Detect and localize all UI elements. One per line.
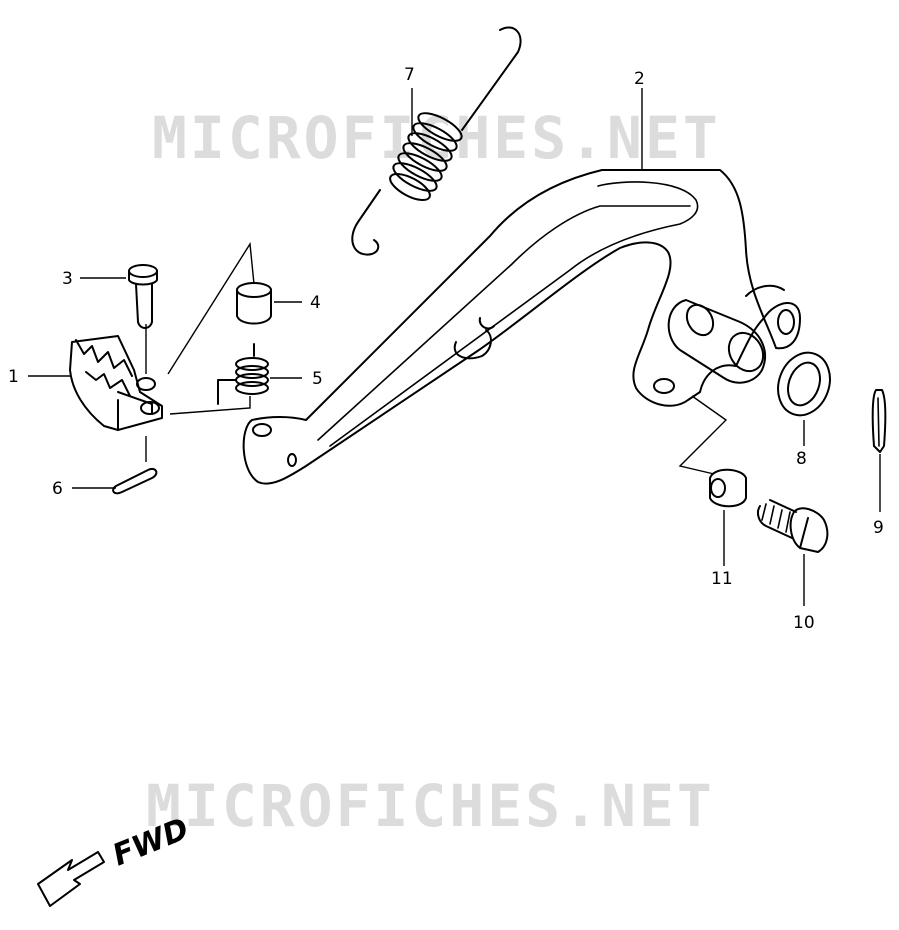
callout-11: 11	[711, 569, 733, 589]
watermark-top: MICROFICHES.NET	[152, 104, 721, 172]
collar	[709, 468, 747, 508]
callout-5: 5	[312, 369, 323, 389]
callout-7: 7	[404, 65, 415, 85]
brake-pedal-arm	[242, 169, 801, 485]
bushing	[236, 282, 272, 325]
callout-8: 8	[796, 449, 807, 469]
pedal-step	[69, 335, 163, 431]
callout-9: 9	[873, 518, 884, 538]
step-spring	[217, 343, 269, 405]
watermark-bottom: MICROFICHES.NET	[146, 772, 715, 840]
pivot-pin	[128, 264, 158, 329]
callout-3: 3	[62, 269, 73, 289]
forward-arrow-icon	[37, 851, 105, 907]
return-spring	[351, 26, 522, 256]
callout-1: 1	[8, 367, 19, 387]
callout-6: 6	[52, 479, 63, 499]
cotter-pin-step	[112, 468, 158, 495]
bolt	[757, 499, 829, 553]
callout-4: 4	[310, 293, 321, 313]
callout-10: 10	[793, 613, 815, 633]
washer	[777, 351, 831, 417]
callout-2: 2	[634, 69, 645, 89]
cotter-pin	[871, 389, 887, 453]
leader-lines	[28, 88, 881, 606]
